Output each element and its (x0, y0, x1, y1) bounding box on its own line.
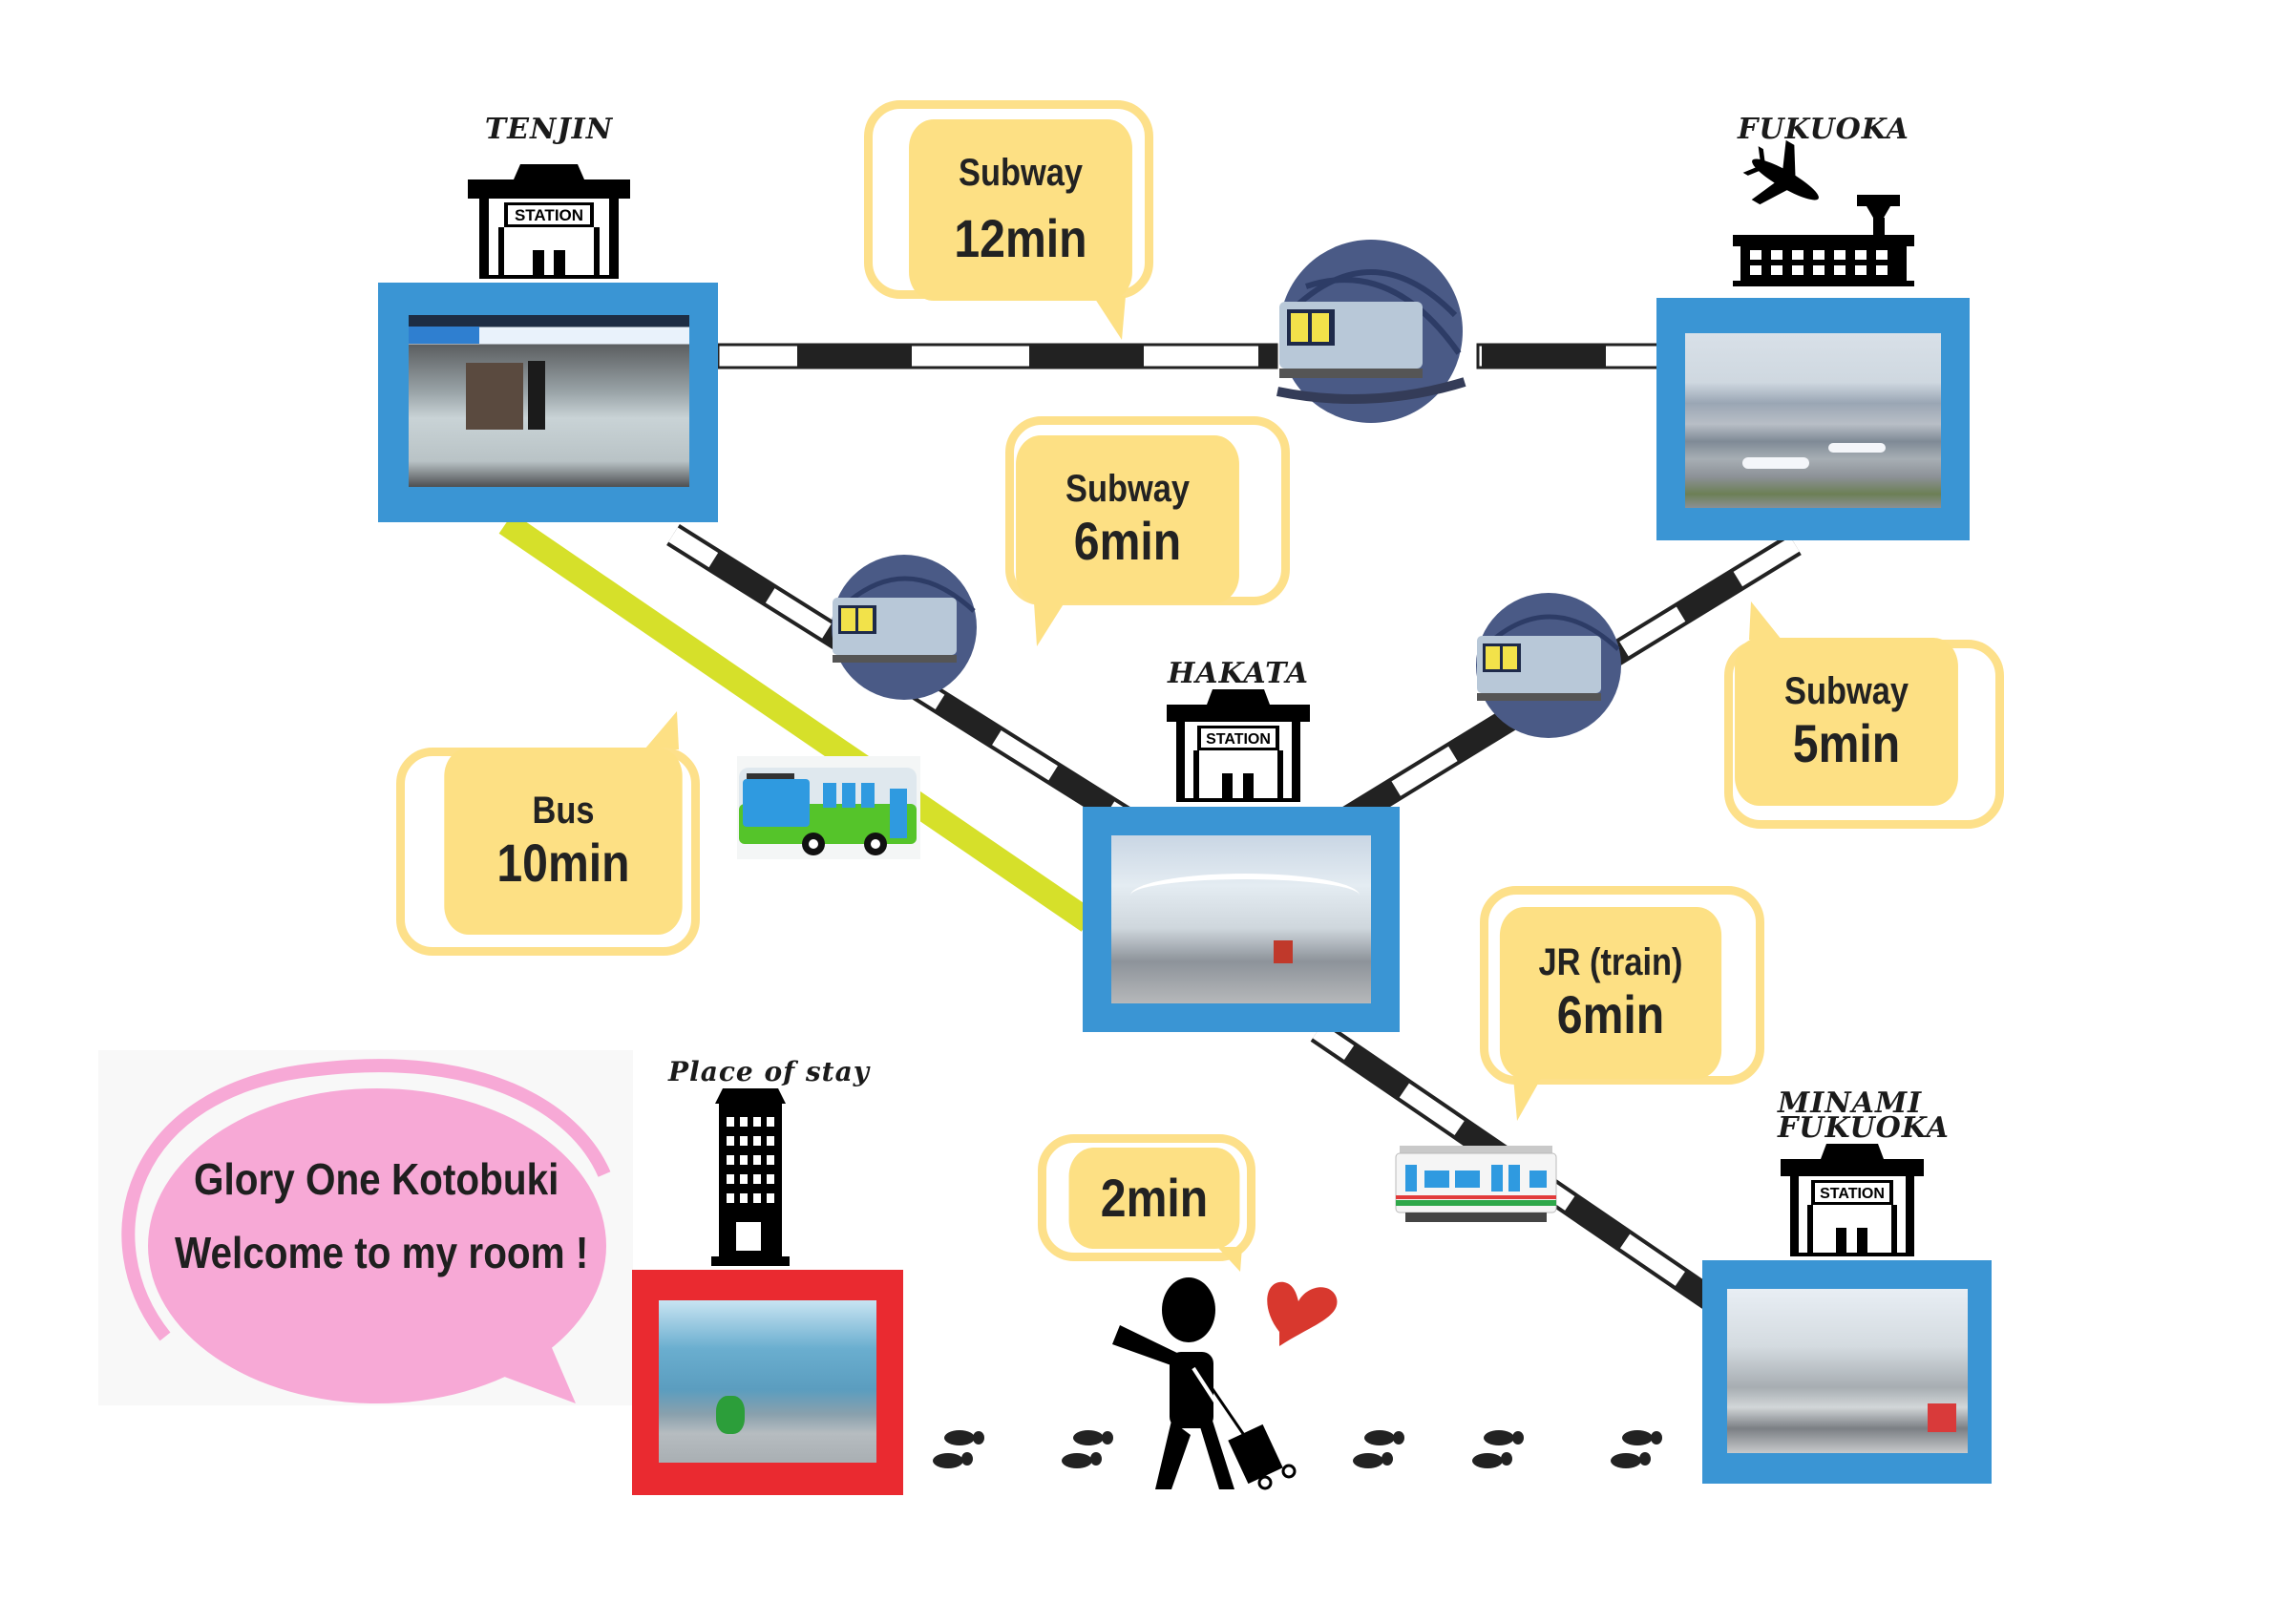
rail-tenjin-fukuoka (716, 343, 1661, 369)
airplane-icon (1742, 139, 1819, 205)
route-mode: Subway (1784, 669, 1909, 712)
welcome-panel: Glory One Kotobuki Welcome to my room ! (98, 1050, 633, 1405)
route-bubble-walk: 2min (1038, 1134, 1257, 1277)
route-mode: Subway (959, 151, 1083, 194)
bubble-tail (644, 711, 679, 749)
minami-fukuoka-station-photo (1727, 1289, 1968, 1453)
route-bubble-bus: Bus 10min (396, 711, 711, 960)
heart-icon (1267, 1281, 1338, 1346)
photo-frame-tenjin (378, 283, 718, 522)
bubble-tail (1749, 601, 1782, 640)
footprint-pair (1062, 1430, 1113, 1468)
welcome-message: Welcome to my room ! (175, 1228, 589, 1277)
route-bubble-tenjin-fukuoka: Subway 12min (864, 100, 1160, 340)
bubble-tail (1093, 296, 1126, 340)
route-mode: Bus (532, 789, 595, 832)
station-label-hakata: HAKATA (1167, 657, 1310, 690)
route-time: 10min (496, 832, 630, 893)
route-mode: JR (train) (1538, 940, 1683, 983)
fukuoka-airport-photo (1685, 333, 1941, 508)
subway-train-icon (1476, 593, 1621, 738)
route-bubble-jr: JR (train) 6min (1480, 886, 1766, 1125)
route-bubble-tenjin-hakata: Subway 6min (998, 416, 1290, 646)
tenjin-station-photo (409, 315, 689, 487)
bubble-tail (1217, 1247, 1242, 1272)
bubble-tail (1513, 1077, 1542, 1121)
station-label-fukuoka: FUKUOKA (1738, 113, 1909, 146)
station-label-tenjin: TENJIN (484, 113, 614, 146)
footprint-pair (933, 1430, 984, 1468)
subway-train-icon (832, 555, 977, 700)
photo-frame-minami-fukuoka (1702, 1260, 1992, 1484)
route-bubble-fukuoka-hakata: Subway 5min (1717, 601, 2004, 831)
route-time: 6min (1073, 510, 1182, 571)
station-icon-label: STATION (515, 206, 583, 224)
place-of-stay-photo (659, 1300, 876, 1463)
station-icon-label: STATION (1206, 731, 1271, 748)
station-building-icon: STATION (1167, 689, 1310, 802)
route-time: 6min (1556, 983, 1665, 1044)
route-time: 12min (954, 207, 1087, 268)
hakata-station-photo (1111, 835, 1371, 1003)
photo-frame-fukuoka (1656, 298, 1970, 540)
subway-train-icon (1276, 240, 1466, 423)
route-time: 2min (1100, 1167, 1209, 1228)
photo-frame-hakata (1083, 807, 1400, 1032)
route-mode: Subway (1065, 467, 1190, 510)
route-time: 5min (1792, 712, 1901, 773)
footprints-icon (933, 1430, 1662, 1468)
jr-train-icon (1395, 1146, 1557, 1222)
footprint-pair (1611, 1430, 1662, 1468)
station-label-minami-fukuoka-line2: FUKUOKA (1778, 1111, 1950, 1145)
footprint-pair (1472, 1430, 1524, 1468)
traveler-with-suitcase-icon (1112, 1277, 1297, 1490)
bus-route-line (498, 513, 1096, 932)
welcome-property-name: Glory One Kotobuki (194, 1154, 559, 1204)
photo-frame-place-of-stay (632, 1270, 903, 1495)
station-icon-label: STATION (1820, 1186, 1885, 1202)
bubble-tail (1034, 602, 1065, 646)
bus-icon (737, 756, 920, 859)
station-label-place-of-stay: Place of stay (668, 1056, 871, 1087)
hotel-building-icon (711, 1088, 790, 1266)
station-building-icon: STATION (468, 164, 630, 279)
station-building-icon: STATION (1781, 1144, 1924, 1256)
welcome-speech-bubble (121, 1059, 611, 1403)
footprint-pair (1353, 1430, 1404, 1468)
airport-icon (1733, 139, 1914, 286)
